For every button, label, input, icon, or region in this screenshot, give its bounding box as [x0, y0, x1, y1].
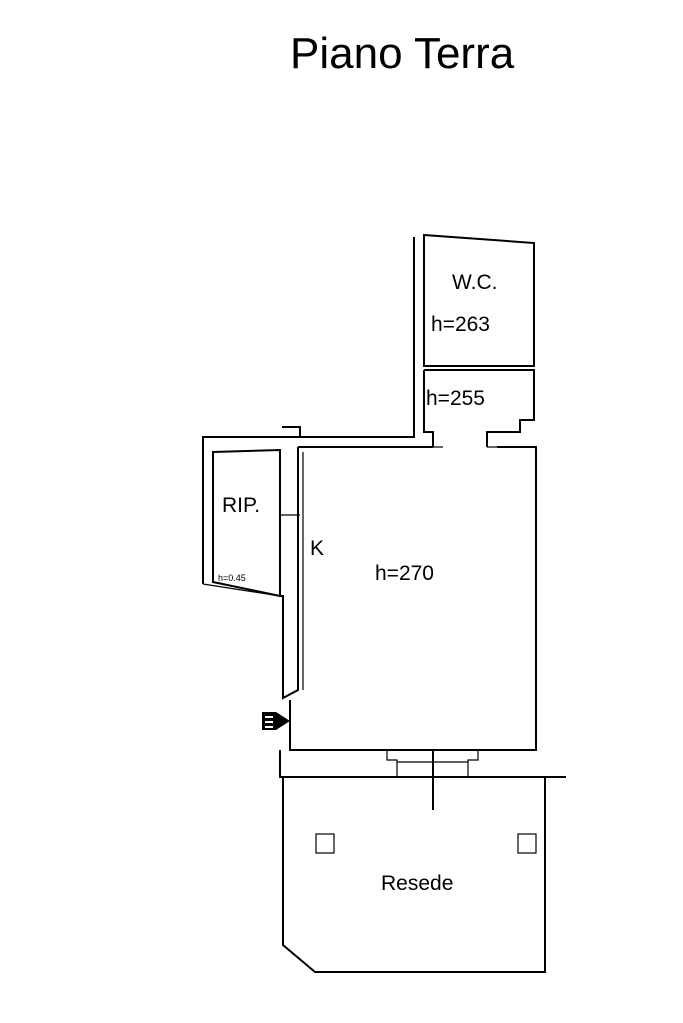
pillar-right — [517, 833, 537, 854]
pillar-left — [315, 833, 335, 854]
wc-label: W.C. — [452, 271, 498, 294]
courtyard-label: Resede — [381, 872, 453, 895]
stair-marker-icon — [262, 712, 290, 730]
storage-height-label: h=0.45 — [218, 573, 246, 583]
hall-height-label: h=255 — [426, 387, 485, 410]
kitchen-label: K — [310, 537, 324, 560]
courtyard — [282, 777, 546, 973]
main-room-height-label: h=270 — [375, 562, 434, 585]
storage-label: RIP. — [222, 494, 260, 517]
entrance-threshold — [279, 750, 566, 810]
main-room — [279, 436, 537, 751]
wc-height-label: h=263 — [431, 313, 490, 336]
plan-title: Piano Terra — [290, 29, 515, 78]
